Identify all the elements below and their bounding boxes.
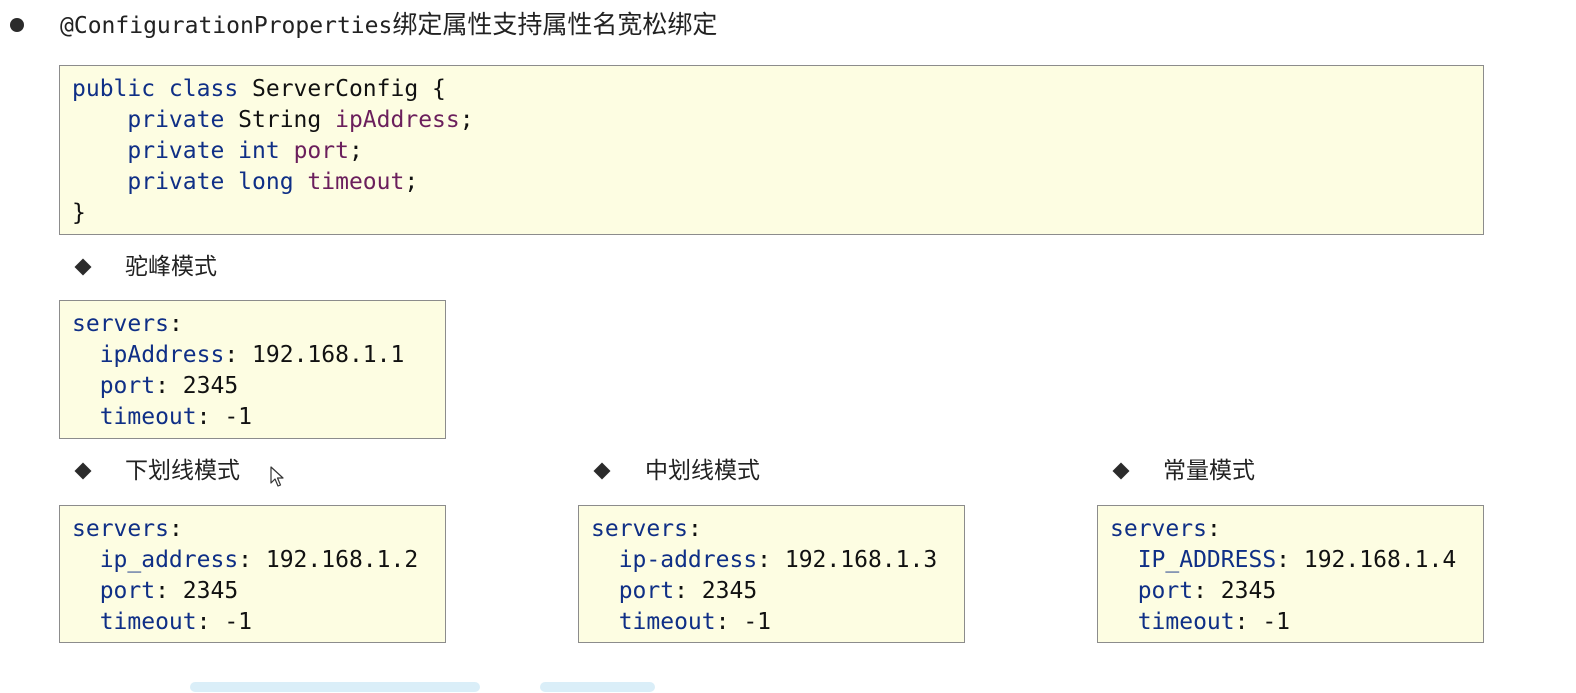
code-line: timeout: -1 [591, 607, 952, 638]
decorative-smudge [540, 682, 655, 692]
code-line: ipAddress: 192.168.1.1 [72, 340, 433, 371]
code-line: port: 2345 [591, 576, 952, 607]
heading-bullet-icon [10, 18, 24, 32]
code-token: servers [72, 311, 169, 337]
code-token: timeout [591, 609, 716, 635]
code-token: ServerConfig { [252, 76, 446, 102]
code-line: ip-address: 192.168.1.3 [591, 545, 952, 576]
page-title-annotation: @ConfigurationProperties [60, 13, 393, 39]
page-title-text: 绑定属性支持属性名宽松绑定 [392, 10, 718, 39]
code-token: ip_address [72, 547, 239, 573]
code-line: port: 2345 [1110, 576, 1471, 607]
code-line: ip_address: 192.168.1.2 [72, 545, 433, 576]
decorative-smudge [190, 682, 480, 692]
code-line: timeout: -1 [72, 607, 433, 638]
code-token: ; [348, 138, 363, 164]
code-line: timeout: -1 [1110, 607, 1471, 638]
code-token: timeout [72, 609, 197, 635]
yaml-block-camel: servers: ipAddress: 192.168.1.1 port: 23… [59, 300, 446, 439]
code-token: timeout [72, 404, 197, 430]
code-token: ; [404, 169, 419, 195]
code-token: private long [72, 169, 308, 195]
code-token: servers [1110, 516, 1207, 542]
code-token: servers [591, 516, 688, 542]
code-token: timeout [307, 169, 405, 195]
code-token: port [72, 578, 156, 604]
code-token: String [238, 107, 336, 133]
code-token: private [72, 107, 239, 133]
code-token: : [687, 516, 702, 542]
code-token: ip-address [591, 547, 758, 573]
code-token: : -1 [1234, 609, 1291, 635]
code-token: : -1 [196, 609, 253, 635]
code-token: servers [72, 516, 169, 542]
code-line: private String ipAddress; [72, 105, 1471, 136]
diamond-bullet-icon [1112, 462, 1130, 480]
yaml-block-kebab: servers: ip-address: 192.168.1.3 port: 2… [578, 505, 965, 643]
code-token: : 192.168.1.3 [757, 547, 938, 573]
code-line: port: 2345 [72, 371, 433, 402]
code-token: : [168, 311, 183, 337]
code-line: servers: [1110, 514, 1471, 545]
code-token: port [591, 578, 675, 604]
class-code-block: public class ServerConfig { private Stri… [59, 65, 1484, 235]
page-title: @ConfigurationProperties绑定属性支持属性名宽松绑定 [60, 8, 717, 43]
code-token: : 2345 [1193, 578, 1277, 604]
code-token: : 2345 [674, 578, 758, 604]
code-token: ipAddress [335, 107, 460, 133]
diamond-bullet-icon [74, 462, 92, 480]
code-token: : 2345 [155, 578, 239, 604]
mode-label-constant: 常量模式 [1163, 458, 1255, 484]
diamond-bullet-icon [593, 462, 611, 480]
code-token: IP_ADDRESS [1110, 547, 1277, 573]
code-token: } [72, 200, 86, 226]
code-line: servers: [591, 514, 952, 545]
code-token: : [1206, 516, 1221, 542]
code-token: : -1 [715, 609, 772, 635]
code-line: servers: [72, 514, 433, 545]
code-token: : 192.168.1.1 [224, 342, 405, 368]
yaml-block-underscore: servers: ip_address: 192.168.1.2 port: 2… [59, 505, 446, 643]
code-line: private long timeout; [72, 167, 1471, 198]
code-line: private int port; [72, 136, 1471, 167]
code-token: : [168, 516, 183, 542]
code-token: : 192.168.1.2 [238, 547, 419, 573]
yaml-block-constant: servers: IP_ADDRESS: 192.168.1.4 port: 2… [1097, 505, 1484, 643]
code-line: public class ServerConfig { [72, 74, 1471, 105]
code-token: port [1110, 578, 1194, 604]
code-token: : 192.168.1.4 [1276, 547, 1457, 573]
code-token: private int [72, 138, 294, 164]
mouse-pointer-icon [270, 466, 284, 487]
diamond-bullet-icon [74, 258, 92, 276]
code-token: port [72, 373, 156, 399]
code-token: port [293, 138, 349, 164]
code-token: : -1 [196, 404, 253, 430]
code-line: timeout: -1 [72, 402, 433, 433]
mode-label-underscore: 下划线模式 [125, 458, 240, 484]
code-line: IP_ADDRESS: 192.168.1.4 [1110, 545, 1471, 576]
code-token: ipAddress [72, 342, 225, 368]
code-line: } [72, 198, 1471, 229]
mode-label-camel: 驼峰模式 [125, 254, 217, 280]
code-token: : 2345 [155, 373, 239, 399]
code-token: timeout [1110, 609, 1235, 635]
code-token: public class [72, 76, 253, 102]
code-line: port: 2345 [72, 576, 433, 607]
mode-label-kebab: 中划线模式 [645, 458, 760, 484]
code-line: servers: [72, 309, 433, 340]
code-token: ; [459, 107, 474, 133]
